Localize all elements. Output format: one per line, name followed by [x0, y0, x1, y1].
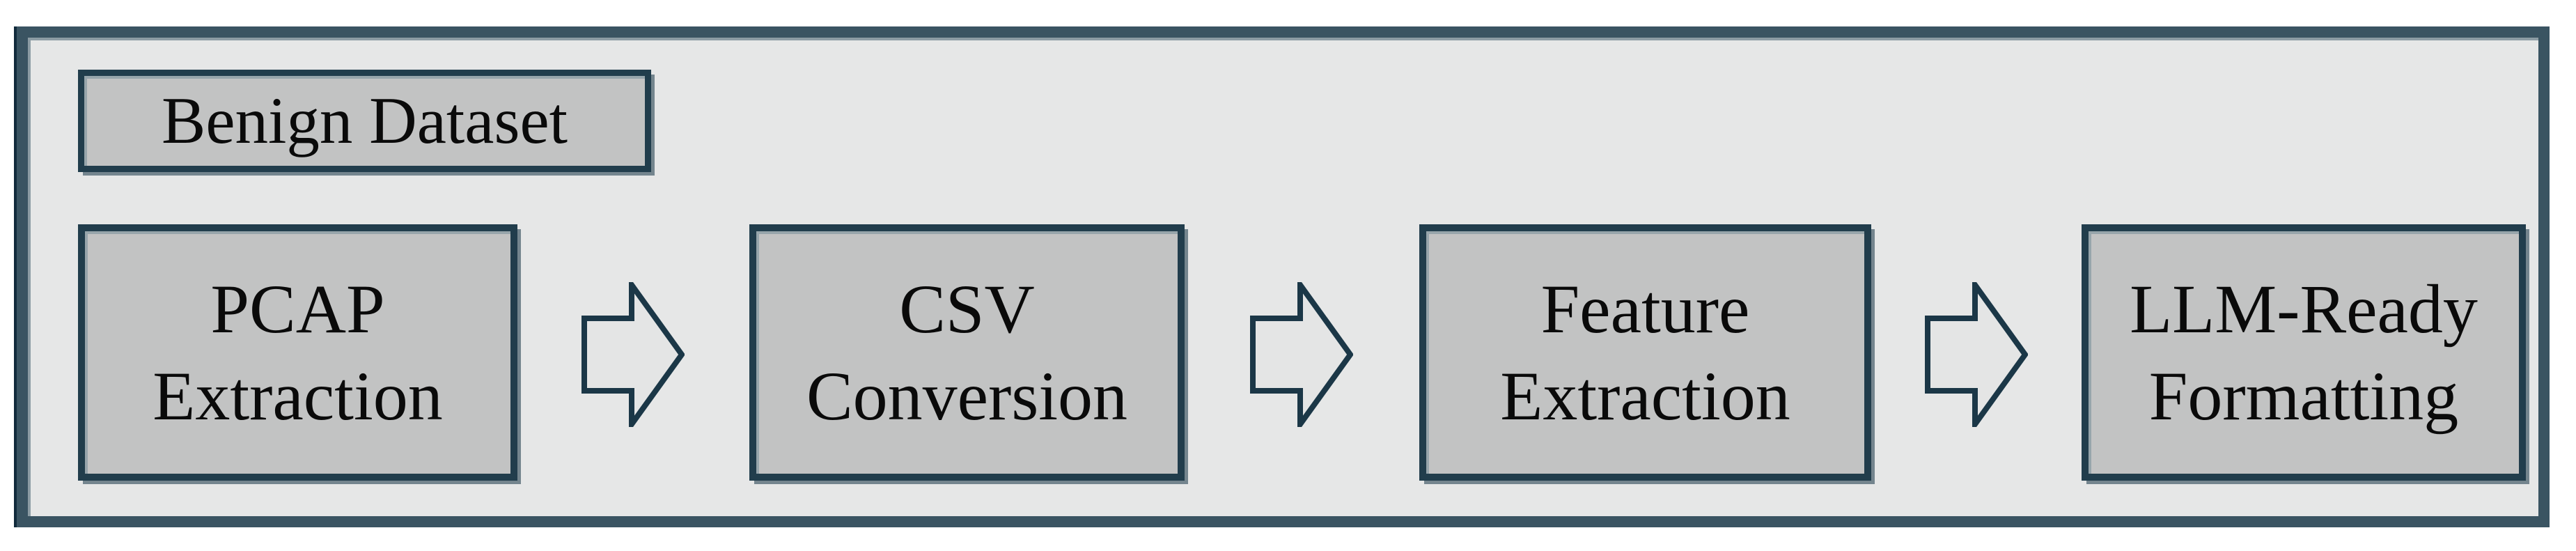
stage-label-line2: Conversion: [806, 357, 1128, 435]
flow-arrow-icon: [1925, 282, 2028, 427]
stage-label: PCAP Extraction: [153, 265, 443, 440]
right-block-arrow-icon: [581, 282, 685, 427]
stage-label: LLM-Ready Formatting: [2130, 265, 2478, 440]
stage-label-line1: LLM-Ready: [2130, 270, 2478, 348]
stage-box-feature-extraction: Feature Extraction: [1419, 224, 1871, 481]
stage-label-line2: Formatting: [2148, 357, 2459, 435]
stage-box-pcap-extraction: PCAP Extraction: [78, 224, 517, 481]
stage-label-line1: Feature: [1540, 270, 1750, 348]
right-block-arrow-icon: [1250, 282, 1353, 427]
stage-label-line2: Extraction: [153, 357, 443, 435]
stage-label: CSV Conversion: [806, 265, 1127, 440]
benign-dataset-box: Benign Dataset: [78, 70, 651, 172]
stage-label: Feature Extraction: [1500, 265, 1790, 440]
flow-arrow-icon: [581, 282, 685, 427]
benign-dataset-label: Benign Dataset: [161, 84, 568, 157]
stage-label-line2: Extraction: [1500, 357, 1790, 435]
flow-arrow-icon: [1250, 282, 1353, 427]
stage-label-line1: PCAP: [210, 270, 385, 348]
stage-box-llm-ready-formatting: LLM-Ready Formatting: [2082, 224, 2526, 481]
stage-box-csv-conversion: CSV Conversion: [749, 224, 1185, 481]
stage-label-line1: CSV: [899, 270, 1035, 348]
right-block-arrow-icon: [1925, 282, 2028, 427]
